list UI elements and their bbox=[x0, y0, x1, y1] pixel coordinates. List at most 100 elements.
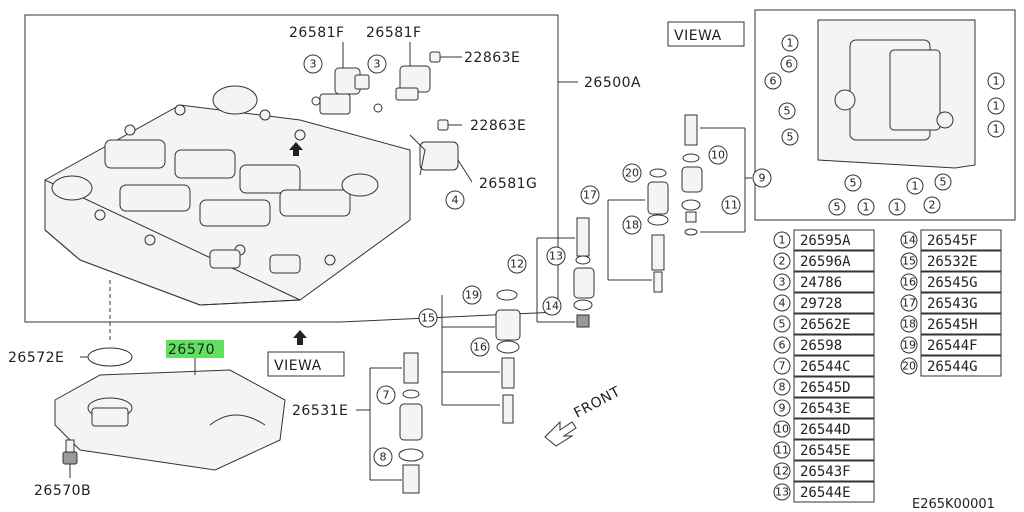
legend-right-index: 18 bbox=[902, 318, 916, 331]
callout-c3b: 3 bbox=[367, 54, 387, 74]
label-26500a: 26500A bbox=[584, 75, 641, 91]
legend-left-code: 26544C bbox=[800, 359, 851, 375]
legend-left-index: 11 bbox=[775, 444, 789, 457]
callout-c16: 16 bbox=[470, 337, 490, 357]
legend-left-index: 1 bbox=[779, 234, 786, 247]
legend-right-code: 26532E bbox=[927, 254, 978, 270]
callout-c16-number: 16 bbox=[473, 341, 487, 354]
drawing-code: E265K00001 bbox=[912, 497, 995, 512]
view-callout-v5e: 5 bbox=[828, 198, 846, 216]
callout-c8-number: 8 bbox=[380, 451, 387, 464]
legend-right-code: 26544F bbox=[927, 338, 978, 354]
callout-c10-number: 10 bbox=[711, 149, 725, 162]
legend-left-index: 6 bbox=[779, 339, 786, 352]
legend-left-code: 29728 bbox=[800, 296, 842, 312]
legend-left-row: 1 26595A bbox=[773, 229, 875, 251]
legend-left-index: 7 bbox=[779, 360, 786, 373]
label-26572e: 26572E bbox=[8, 350, 64, 366]
callout-c20: 20 bbox=[622, 163, 642, 183]
label-22863e-1: 22863E bbox=[464, 50, 520, 66]
legend-left-code: 26543E bbox=[800, 401, 851, 417]
view-callout-v1d-number: 1 bbox=[993, 123, 1000, 136]
callout-c3a: 3 bbox=[303, 54, 323, 74]
view-callout-v6a-number: 6 bbox=[786, 58, 793, 71]
front-arrow-icon bbox=[544, 420, 577, 447]
callout-c7: 7 bbox=[376, 385, 396, 405]
view-callout-v1e: 1 bbox=[906, 177, 924, 195]
legend-left-code: 26545D bbox=[800, 380, 851, 396]
legend-left-index: 10 bbox=[775, 423, 789, 436]
view-callout-v6b: 6 bbox=[764, 72, 782, 90]
callout-c17-number: 17 bbox=[583, 189, 597, 202]
legend-right-code: 26543G bbox=[927, 296, 978, 312]
solenoid-26581g bbox=[409, 119, 473, 183]
label-26570b: 26570B bbox=[34, 483, 91, 499]
view-callout-v5d-number: 5 bbox=[940, 176, 947, 189]
view-a-bottom-text: VIEWA bbox=[274, 358, 322, 374]
view-callout-v5a: 5 bbox=[781, 128, 799, 146]
callout-c18-number: 18 bbox=[625, 219, 639, 232]
callout-c20-number: 20 bbox=[625, 167, 639, 180]
legend-left-index: 5 bbox=[779, 318, 786, 331]
view-callout-v1f: 1 bbox=[857, 198, 875, 216]
view-callout-v5c-number: 5 bbox=[850, 177, 857, 190]
valve-group-15-16-19 bbox=[441, 289, 521, 424]
valve-group-12-13-14 bbox=[536, 217, 595, 328]
legend-left-index: 12 bbox=[775, 465, 789, 478]
label-26570: 26570 bbox=[168, 342, 215, 358]
legend-left-index: 4 bbox=[779, 297, 786, 310]
solenoid-26581f-1 bbox=[334, 42, 370, 95]
view-callout-v1a: 1 bbox=[781, 34, 799, 52]
callout-c18: 18 bbox=[622, 215, 642, 235]
legend-left-index: 3 bbox=[779, 276, 786, 289]
callout-c15: 15 bbox=[418, 308, 438, 328]
view-a-label-bottom: VIEWA bbox=[267, 351, 345, 377]
label-26581f-1: 26581F bbox=[289, 25, 345, 41]
view-callout-v6b-number: 6 bbox=[770, 75, 777, 88]
callout-c4: 4 bbox=[445, 190, 465, 210]
legend-left-code: 26595A bbox=[800, 233, 851, 249]
label-26581g: 26581G bbox=[479, 176, 537, 192]
legend-right-index: 19 bbox=[902, 339, 916, 352]
legend-left-row: 8 26545D bbox=[773, 376, 875, 398]
view-callout-v1g: 1 bbox=[888, 198, 906, 216]
legend-right-index: 14 bbox=[902, 234, 916, 247]
legend-left-row: 7 26544C bbox=[773, 355, 875, 377]
view-a-label-top: VIEWA bbox=[667, 21, 745, 47]
callout-c12-number: 12 bbox=[510, 258, 524, 271]
legend-right-code: 26545G bbox=[927, 275, 978, 291]
callout-c8: 8 bbox=[373, 447, 393, 467]
valve-group-7-8 bbox=[356, 352, 424, 494]
callout-c9: 9 bbox=[752, 168, 772, 188]
valve-body-assembly bbox=[24, 14, 559, 323]
view-a-top-text: VIEWA bbox=[674, 28, 722, 44]
legend-right-row: 19 26544F bbox=[900, 334, 1002, 356]
callout-c13-number: 13 bbox=[549, 250, 563, 263]
callout-c14-number: 14 bbox=[545, 300, 559, 313]
callout-c14: 14 bbox=[542, 296, 562, 316]
callout-c3b-number: 3 bbox=[374, 58, 381, 71]
legend-left-code: 26544D bbox=[800, 422, 851, 438]
callout-c10: 10 bbox=[708, 145, 728, 165]
view-callout-v1f-number: 1 bbox=[863, 201, 870, 214]
view-callout-v1d: 1 bbox=[987, 120, 1005, 138]
legend-left-index: 2 bbox=[779, 255, 786, 268]
legend-left-index: 8 bbox=[779, 381, 786, 394]
label-22863e-2: 22863E bbox=[470, 118, 526, 134]
legend-left-row: 4 29728 bbox=[773, 292, 875, 314]
